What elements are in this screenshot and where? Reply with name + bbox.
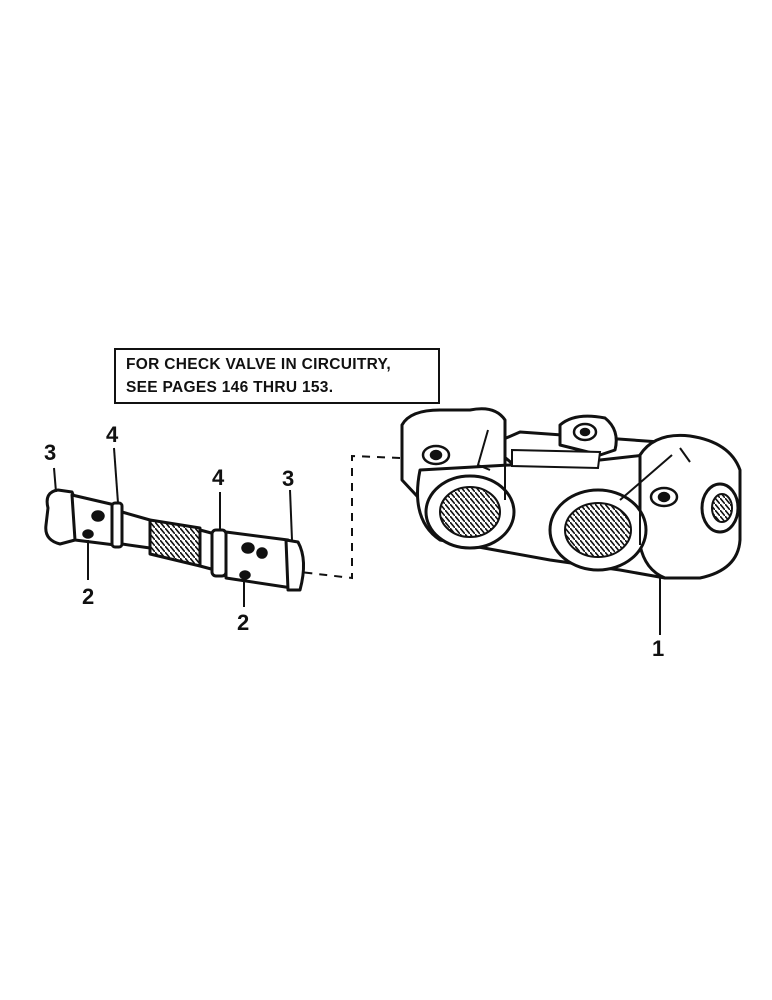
port-threads xyxy=(439,486,733,558)
check-valve-note: FOR CHECK VALVE IN CIRCUITRY, SEE PAGES … xyxy=(114,348,440,404)
callout-4-left: 4 xyxy=(106,422,119,447)
callout-2-right: 2 xyxy=(237,610,250,635)
note-line-1: FOR CHECK VALVE IN CIRCUITRY, xyxy=(126,356,392,373)
check-valve-cartridge xyxy=(44,488,305,592)
callout-3-left: 3 xyxy=(44,440,57,465)
callout-2-left: 2 xyxy=(82,584,95,609)
mounting-holes xyxy=(421,422,679,508)
cartridge-ports xyxy=(82,510,268,580)
callout-1: 1 xyxy=(652,636,665,661)
body-details xyxy=(476,420,691,545)
note-line-2: SEE PAGES 146 THRU 153. xyxy=(126,379,334,396)
callout-3-right: 3 xyxy=(282,466,295,491)
assembly-dashed-line xyxy=(299,454,401,580)
callout-4-right: 4 xyxy=(212,465,225,490)
callout-leaders xyxy=(53,447,293,607)
